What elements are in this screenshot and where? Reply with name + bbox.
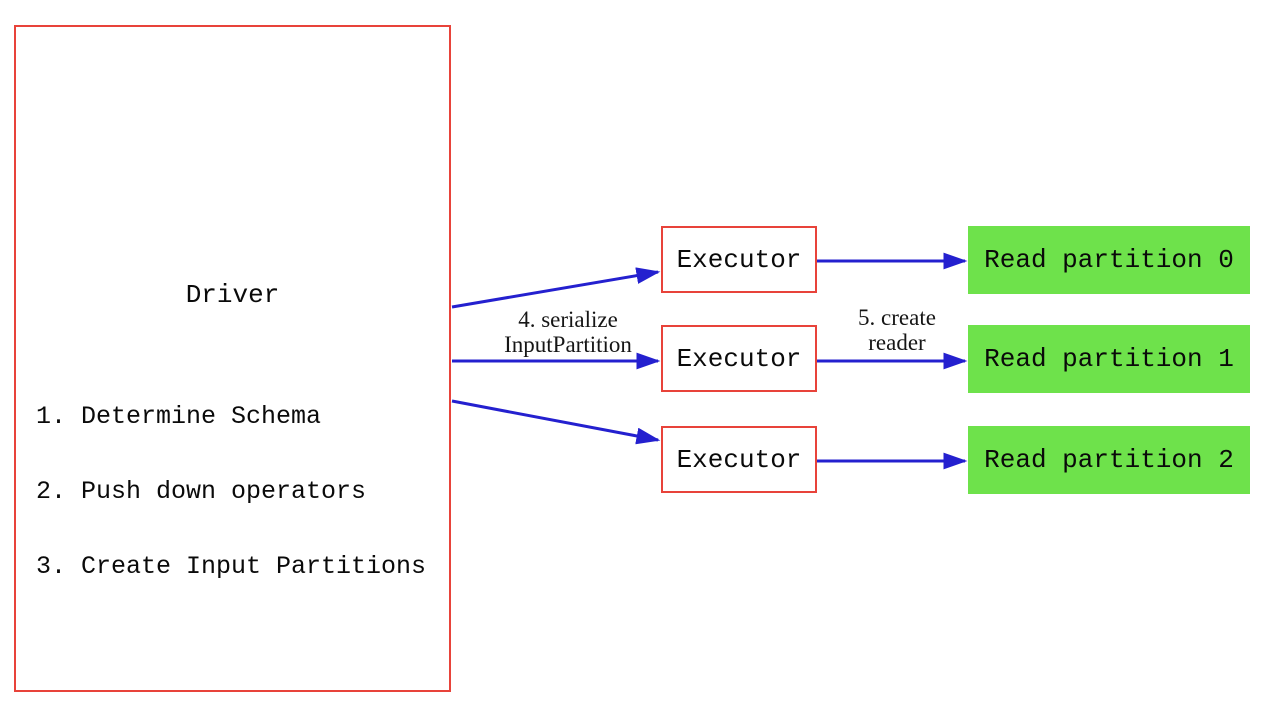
read-partition-box-0: Read partition 0	[968, 226, 1250, 294]
driver-step-3: 3. Create Input Partitions	[36, 552, 427, 581]
executor-box-0: Executor	[661, 226, 817, 293]
read-partition-box-2: Read partition 2	[968, 426, 1250, 494]
arrow-driver-to-executor-0	[451, 267, 661, 309]
executor-box-1: Executor	[661, 325, 817, 392]
driver-steps-list: 1. Determine Schema 2. Push down operato…	[36, 354, 426, 629]
arrow-driver-to-executor-2	[451, 399, 661, 445]
edge-label-serialize-inputpartition: 4. serialize InputPartition	[504, 307, 632, 357]
driver-step-2: 2. Push down operators	[36, 477, 367, 506]
executor-box-2: Executor	[661, 426, 817, 493]
driver-box: Driver 1. Determine Schema 2. Push down …	[14, 25, 451, 692]
driver-title: Driver	[185, 280, 280, 310]
edge-label-create-reader: 5. create reader	[858, 305, 936, 355]
read-partition-box-1: Read partition 1	[968, 325, 1250, 393]
driver-step-1: 1. Determine Schema	[36, 402, 322, 431]
